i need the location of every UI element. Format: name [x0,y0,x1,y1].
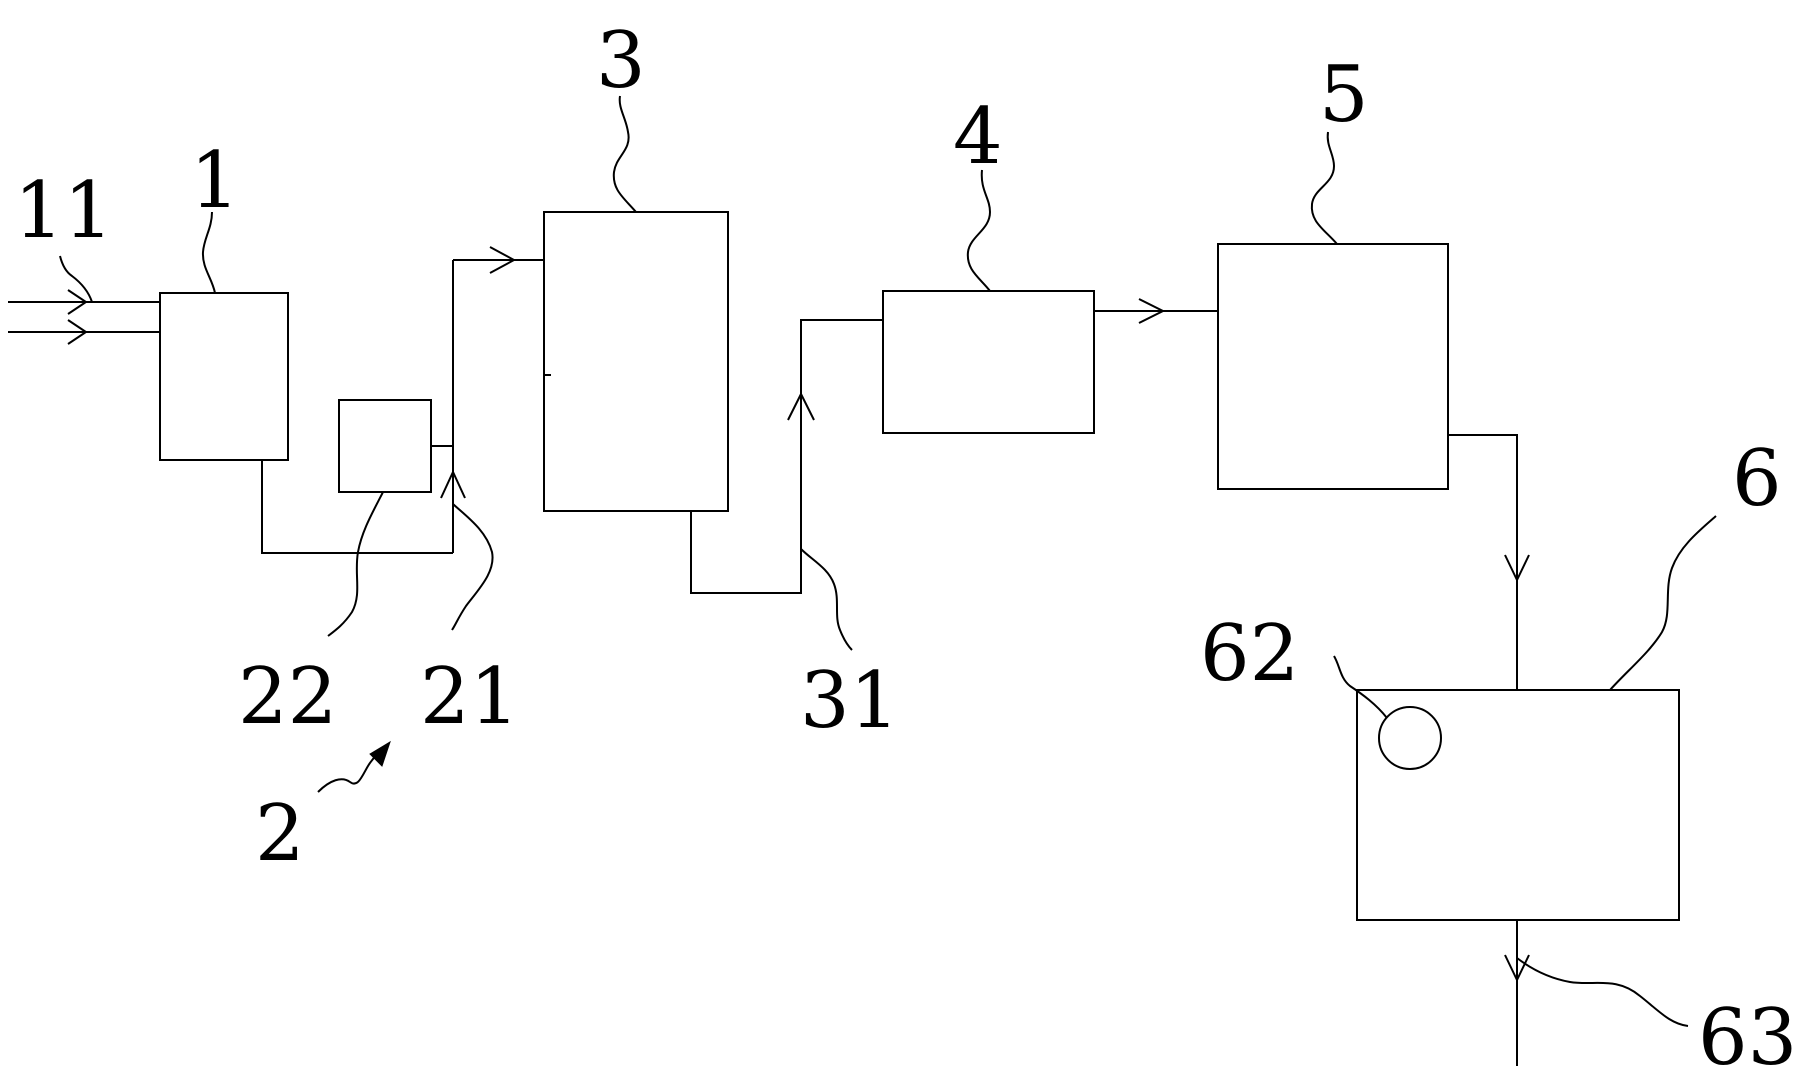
label-4: 4 [953,92,1003,182]
box-5 [1217,243,1449,490]
box-22 [338,399,432,493]
arrow-down-5-to-6 [1504,554,1530,583]
label-2: 2 [255,789,305,879]
box-4 [882,290,1095,434]
label-21: 21 [420,652,519,742]
pipe-5-to-6 [1448,434,1518,690]
leader-5 [1310,131,1338,245]
leader-21 [451,503,494,631]
arrow-up-21 [440,469,466,499]
arrow-up-31 [787,391,815,421]
label-31: 31 [800,656,899,746]
pipe-3-to-4 [690,319,883,594]
leader-63 [1516,957,1689,1027]
leader-3 [612,95,637,213]
label-3: 3 [596,16,646,106]
arrow-into-5 [1138,298,1166,324]
label-6: 6 [1732,434,1782,524]
leader-31 [800,548,853,651]
label-1: 1 [190,136,240,226]
leader-1 [201,211,216,294]
inlet-arrow-top [67,289,88,315]
label-22: 22 [238,652,337,742]
label-5: 5 [1319,50,1369,140]
circle-62 [1378,706,1442,770]
leader-6 [1609,515,1717,691]
box-6 [1356,689,1680,921]
label-63: 63 [1698,993,1797,1069]
arrow-into-3 [489,246,517,274]
pipe-1-to-21 [261,460,453,554]
leader-11 [59,255,93,303]
leader-22 [327,491,384,637]
leader-2-arrowhead [369,740,391,767]
label-11: 11 [14,166,113,256]
box-3 [543,211,729,512]
label-62: 62 [1200,609,1299,699]
leader-62 [1333,655,1388,719]
leader-4 [966,169,992,292]
box-1 [159,292,289,461]
inlet-arrow-bottom [67,319,88,345]
